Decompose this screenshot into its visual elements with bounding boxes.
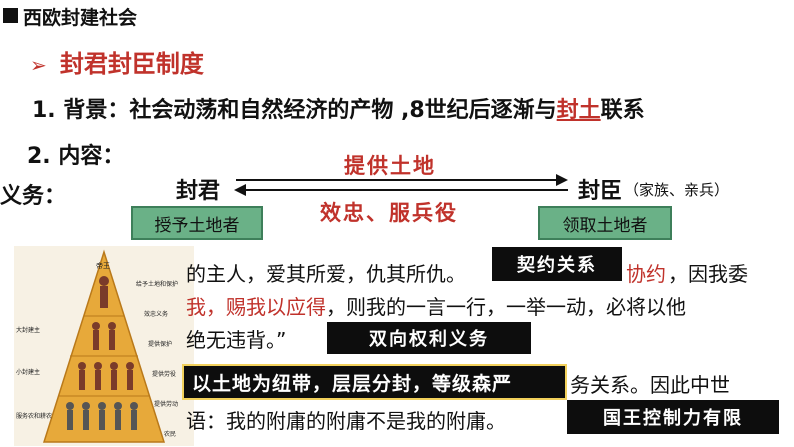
pyramid-right-5: 提供劳动 xyxy=(154,400,178,408)
pyramid-right-3: 提供保护 xyxy=(148,340,172,348)
arrow-bullet-icon: ➢ xyxy=(30,53,47,77)
king-limit-label: 国王控制力有限 xyxy=(567,400,779,434)
quote-line-2-red: 我，赐我以应得 xyxy=(186,295,326,319)
summary-tail: 务关系。因此中世 xyxy=(570,369,730,398)
summary-boxed-text: 以土地为纽带，层层分封，等级森严 xyxy=(192,372,513,395)
pyramid-bottom-right: 农民 xyxy=(164,430,176,438)
quote-line-1-end: ，因我委 xyxy=(668,262,748,286)
grantor-box: 授予土地者 xyxy=(131,206,263,240)
background-prefix: 1. 背景：社会动荡和自然经济的产物 ,8世纪后逐渐与 xyxy=(32,98,557,123)
background-highlight: 封土 xyxy=(556,98,601,123)
quote-line-1-text: 的主人，爱其所爱，仇其所仇。 xyxy=(186,262,466,286)
pyramid-left-1: 大封建主 xyxy=(16,326,40,334)
pyramid-right-1: 给予土地和保护 xyxy=(136,280,178,288)
header-title: 西欧封建社会 xyxy=(23,7,138,29)
content-label: 2. 内容： xyxy=(27,144,125,169)
section-title: 封君封臣制度 xyxy=(59,50,204,78)
quote-line-1-red: 协约 xyxy=(626,262,666,286)
lord-label: 封君 xyxy=(176,179,221,204)
mutual-label: 双向权利义务 xyxy=(327,322,531,354)
pyramid-right-2: 效忠义务 xyxy=(144,310,168,318)
header: 西欧封建社会 xyxy=(0,0,794,30)
background-suffix: 联系 xyxy=(600,98,645,123)
duty-label: 义务： xyxy=(0,184,67,209)
summary-boxed: 以土地为纽带，层层分封，等级森严 xyxy=(182,364,567,400)
summary-boxed-tail: 务关系 xyxy=(570,373,630,397)
pyramid-right-4: 提供劳役 xyxy=(152,370,176,378)
serve-label: 效忠、服兵役 xyxy=(320,201,458,225)
receiver-box: 领取土地者 xyxy=(538,206,672,240)
square-bullet-icon xyxy=(3,8,18,23)
pyramid-top-label: 帝王 xyxy=(96,261,110,270)
background-line: 1. 背景：社会动荡和自然经济的产物 ,8世纪后逐渐与封土联系 xyxy=(32,92,645,124)
quote-line-2: 我，赐我以应得，则我的一言一行，一举一动，必将以他 xyxy=(186,291,686,320)
give-land-label: 提供土地 xyxy=(344,154,436,178)
exchange-arrows xyxy=(234,174,568,196)
pyramid-left-2: 小封建主 xyxy=(16,368,40,376)
summary-after: 。因此中世 xyxy=(630,373,730,397)
pyramid-left-3: 服务农和耕农 xyxy=(16,412,52,420)
quote-line-2-end: ，则我的一言一行，一举一动，必将以他 xyxy=(326,295,686,319)
quote-line-3: 绝无违背。” xyxy=(186,328,287,352)
contract-label: 契约关系 xyxy=(492,247,622,281)
vassal-label: 封臣 xyxy=(578,179,623,204)
section-heading: ➢ 封君封臣制度 xyxy=(30,44,204,79)
quote-line-1: 的主人，爱其所爱，仇其所仇。 xyxy=(186,258,466,287)
vassal-note: （家族、亲兵） xyxy=(624,181,730,199)
summary-line-2: 语：我的附庸的附庸不是我的附庸。 xyxy=(186,409,506,433)
feudal-pyramid-image: 帝王 大封建主 小封建主 服务农和耕农 给予土地和保护 效忠义务 提供保护 提供… xyxy=(14,246,194,446)
